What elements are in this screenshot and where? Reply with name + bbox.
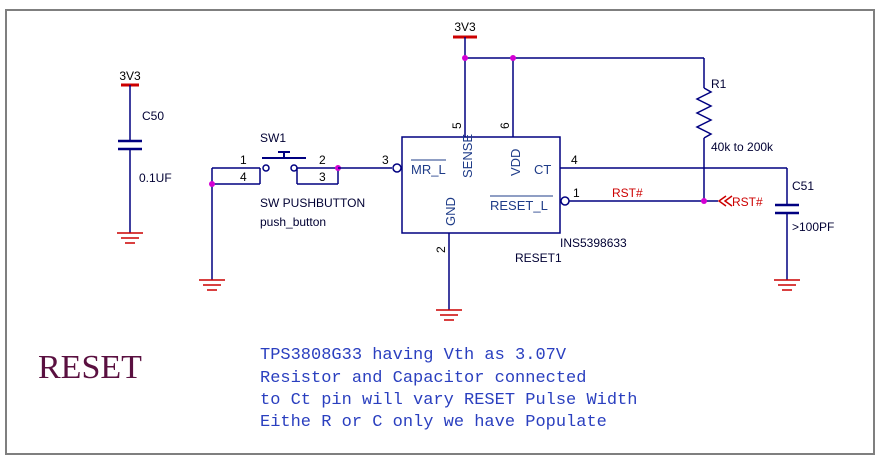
ic-pin-reset-name: RESET_L: [490, 198, 548, 213]
sw1-pin3-number: 3: [319, 170, 326, 184]
rst-port-arrow-1: [717, 195, 727, 207]
junction-dot: [462, 55, 468, 61]
sw1-pin1-number: 1: [240, 153, 247, 167]
sw1-pin2-number: 2: [319, 153, 326, 167]
mr-inversion-bubble: [392, 163, 402, 173]
c51-ref: C51: [792, 179, 814, 193]
ic-pin-mr-number: 3: [382, 153, 389, 167]
rst-port-group: RST#: [717, 195, 763, 209]
ic-ground-symbol: [436, 309, 462, 321]
c51-group: C51 >100PF: [774, 168, 834, 291]
c50-group: 3V3 C50 0.1UF: [117, 69, 172, 244]
c50-ref: C50: [142, 109, 164, 123]
reset-ic-body: [401, 136, 561, 234]
ic-pin-ct-number: 4: [571, 153, 578, 167]
c50-ground-symbol: [117, 232, 143, 244]
junction-dot: [701, 198, 707, 204]
ic-power-label: 3V3: [454, 20, 476, 34]
reset-ic-group: 3V3 3 MR_L SENSE 5 VDD 6 CT 4 GND 2: [382, 20, 787, 321]
r1-ref: R1: [711, 77, 727, 91]
ic-ref: RESET1: [515, 251, 562, 265]
ic-pin-sense-number: 5: [450, 122, 464, 129]
rst-port-arrow-2: [723, 195, 733, 207]
note-line-3: to Ct pin will vary RESET Pulse Width: [260, 391, 637, 410]
ic-pin-vdd-name: VDD: [508, 149, 523, 176]
ic-pin-vdd-number: 6: [498, 122, 512, 129]
sw1-pin4-number: 4: [240, 170, 247, 184]
ic-pin-gnd-name: GND: [443, 197, 458, 226]
sw1-value: SW PUSHBUTTON: [260, 196, 365, 210]
ic-part-number: INS5398633: [560, 236, 627, 250]
r1-group: R1 40k to 200k: [695, 58, 774, 204]
rst-net-label: RST#: [612, 186, 643, 200]
ic-pin-sense-name: SENSE: [460, 134, 475, 178]
sw1-footprint: push_button: [260, 215, 326, 229]
reset-inversion-bubble: [560, 196, 570, 206]
note-line-1: TPS3808G33 having Vth as 3.07V: [260, 346, 567, 365]
ic-pin-reset-number: 1: [573, 186, 580, 200]
r1-zigzag: [695, 87, 713, 139]
junction-dot: [510, 55, 516, 61]
note-line-2: Resistor and Capacitor connected: [260, 369, 586, 388]
r1-value: 40k to 200k: [711, 140, 774, 154]
sw1-group: 1 4 2 3 SW1 SW PUSHBUTTON push_button: [199, 131, 392, 291]
c51-value: >100PF: [792, 220, 834, 234]
sw1-contact-right: [290, 164, 298, 172]
c51-ground-symbol: [774, 279, 800, 291]
ic-pin-mr-name: MR_L: [411, 162, 446, 177]
ic-pin-gnd-number: 2: [434, 246, 448, 253]
note-line-4: Eithe R or C only we have Populate: [260, 413, 607, 432]
junction-dot: [209, 181, 215, 187]
sheet-title: RESET: [38, 349, 142, 386]
sw1-ref: SW1: [260, 131, 286, 145]
ic-pin-ct-name: CT: [534, 162, 551, 177]
sheet-border: [5, 9, 875, 455]
c50-power-label: 3V3: [119, 69, 141, 83]
c50-value: 0.1UF: [139, 171, 172, 185]
rst-port-label: RST#: [732, 195, 763, 209]
sw1-ground-symbol: [199, 279, 225, 291]
sw1-contact-left: [262, 164, 270, 172]
